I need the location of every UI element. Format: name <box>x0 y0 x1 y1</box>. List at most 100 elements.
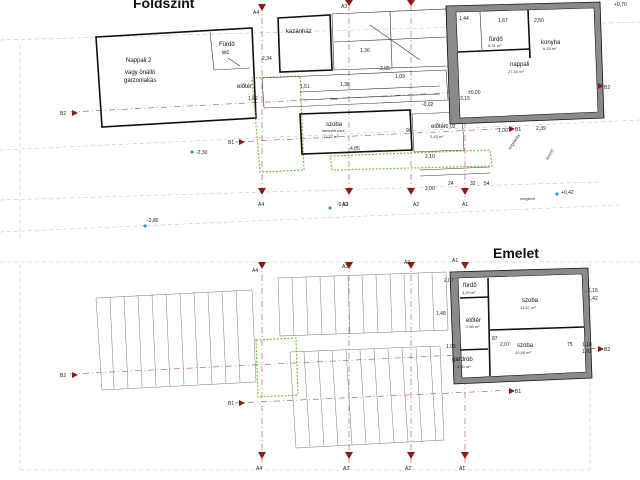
axis-b1-right: B1 <box>515 127 521 133</box>
axis-a4-bottom: A4 <box>258 202 264 208</box>
dim-23: 2,07 <box>500 342 510 348</box>
szoba-label: szoba <box>326 122 343 128</box>
dim-17: 1,16 <box>588 288 598 294</box>
dim-24: 1,05 <box>446 344 456 350</box>
dim-14: 2,50 <box>534 18 544 24</box>
dim-21: 1,48 <box>436 311 446 317</box>
upper-eloter-label: előtér <box>466 318 481 324</box>
level-m002b: -0,02 <box>444 124 456 130</box>
kozl-label: közl. <box>330 96 338 101</box>
axis-b2-left: B2 <box>60 111 66 117</box>
note-szigeteles: szigetelés <box>507 133 521 150</box>
ground-dimensions: 2,34 1,36 2,05 1,09 1,51 1,38 1,62 90 2,… <box>248 16 546 192</box>
dim-13: 1,44 <box>459 16 469 22</box>
dim-9: 2,10 <box>425 154 435 160</box>
ground-axis-markers: A4 A3 A4 A3 A2 A1 B2 B2 B1 B1 <box>60 0 610 208</box>
level-p070: +0,70 <box>614 2 627 8</box>
upper-furdo-area: 3,29 m² <box>462 290 476 295</box>
dim-27: 32 <box>470 181 476 187</box>
kazanhaz-label: kazánház <box>286 29 312 35</box>
axis-a2-up-bottom: A2 <box>405 466 411 472</box>
dim-10: 4,85 <box>350 146 360 152</box>
furdo-label: fürdő <box>489 37 503 43</box>
nappali2-sub2: garzonlakás <box>124 78 156 84</box>
upper-szoba1-label: szoba <box>522 298 539 304</box>
upper-dimensions: 2,07 1,16 1,42 1,18 1,92 1,48 87 2,07 1,… <box>436 278 598 355</box>
axis-a3-bottom: A3 <box>342 202 348 208</box>
dim-25: 75 <box>567 342 573 348</box>
upper-szoba1-area: 14,67 m² <box>520 305 536 310</box>
dim-15: 1,67 <box>498 18 508 24</box>
ground-floor-title: Földszint <box>133 0 195 11</box>
level-m230: -2,30 <box>196 150 208 156</box>
dim-12: 3,15 <box>460 96 470 102</box>
furdo-wc-sub: wc <box>221 50 229 56</box>
furdo-wc-label: Fürdő <box>219 42 235 48</box>
dim-18: 1,42 <box>588 296 598 302</box>
axis-a4-up-bottom: A4 <box>256 466 262 472</box>
nappali2-sub1: vagy önálló <box>125 70 156 76</box>
axis-a1-up-top: A1 <box>452 258 458 264</box>
upper-floor-plan: fürdő 3,29 m² előtér 2,65 m² gardrób 3,5… <box>95 267 593 449</box>
upper-szoba2-area: 10,59 m² <box>515 350 531 355</box>
axis-a4-top: A4 <box>253 10 259 16</box>
nappali2-room <box>95 27 257 128</box>
level-m002a: -0,02 <box>422 102 434 108</box>
eloter-mid-label: előtér <box>431 124 446 130</box>
dim-3: 2,05 <box>380 66 390 72</box>
ground-level-marks: -2,30 -2,80 -0,63 +0,42 +0,70 ±0,00 -0,0… <box>143 2 627 228</box>
kazanhaz-room <box>277 14 333 73</box>
axis-b1-up-left: B1 <box>228 401 234 407</box>
eloter-left-label: előtér <box>237 84 252 90</box>
upper-gardrob-label: gardrób <box>452 357 473 363</box>
dim-6: 1,38 <box>340 82 350 88</box>
dim-2: 1,36 <box>360 48 370 54</box>
konyha-label: konyha <box>541 40 561 46</box>
axis-a2-up-top: A2 <box>404 260 410 266</box>
dim-4: 1,09 <box>395 74 405 80</box>
axis-b2-up-left: B2 <box>60 373 66 379</box>
axis-a1-bottom: A1 <box>462 202 468 208</box>
dim-19: 1,18 <box>582 342 592 348</box>
dim-8: 90 <box>406 128 412 134</box>
level-z000: ±0,00 <box>468 90 481 96</box>
upper-floor-title: Emelet <box>493 245 539 261</box>
axis-a4-up-top: A4 <box>252 268 258 274</box>
furdo-area: 5,31 m² <box>488 43 502 48</box>
axis-b1-left: B1 <box>228 140 234 146</box>
nappali2-label: Nappali 2 <box>126 58 152 64</box>
szoba-room <box>299 109 413 155</box>
axis-a3-up-bottom: A3 <box>343 466 349 472</box>
konyha-area: 6,15 m² <box>543 46 557 51</box>
eloter-mid-area: 2,53 m² <box>430 134 444 139</box>
dim-16: 2,07 <box>444 278 454 284</box>
axis-a2-bottom: A2 <box>413 202 419 208</box>
nappali-area: 27,34 m² <box>508 69 524 74</box>
dim-28: 54 <box>484 181 490 187</box>
upper-szoba2-label: szoba <box>517 343 534 349</box>
nappali-label: nappali <box>510 62 529 68</box>
upper-axis-markers: A4 A3 A2 A1 A4 A3 A2 A1 B2 B2 B1 B1 <box>60 258 610 472</box>
note-lepcso: lépcső <box>545 147 555 160</box>
dim-26: 24 <box>448 181 454 187</box>
dim-7: 1,62 <box>248 96 258 102</box>
dim-5: 1,51 <box>300 84 310 90</box>
level-p042: +0,42 <box>561 190 574 196</box>
level-m063: -0,63 <box>337 202 349 208</box>
dim-11: 2,00 <box>425 186 435 192</box>
axis-a3-top: A3 <box>341 4 347 10</box>
axis-b2-right: B2 <box>604 85 610 91</box>
szoba-floor: laminált park. <box>322 128 346 133</box>
dim-1: 2,34 <box>262 56 272 62</box>
dim-30: 1,00 <box>498 128 508 134</box>
axis-b1-up-right: B1 <box>515 389 521 395</box>
roof-west <box>95 289 257 391</box>
upper-gardrob-area: 3,50 m² <box>457 364 471 369</box>
note-meglevo: meglévő <box>520 196 536 201</box>
upper-furdo-label: fürdő <box>463 283 477 289</box>
szoba-area: 12,77 m² <box>323 134 339 139</box>
axis-b2-up-right: B2 <box>604 347 610 353</box>
roof-middle-bottom <box>289 345 445 449</box>
dim-22: 87 <box>492 336 498 342</box>
